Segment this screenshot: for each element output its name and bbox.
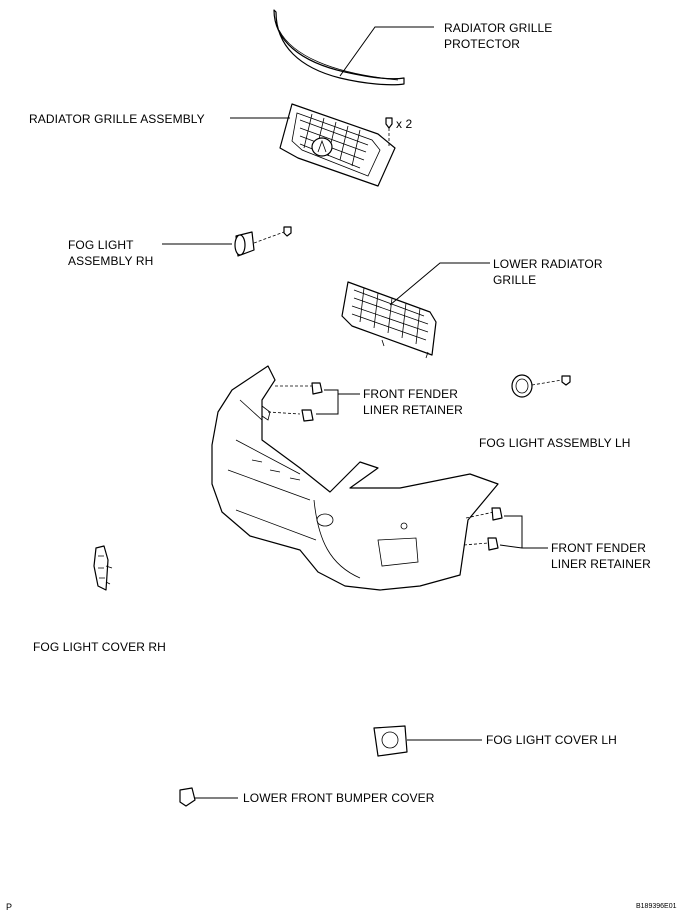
leader-line-retainer-lower — [499, 515, 548, 549]
label-fog-light-assembly-rh: FOG LIGHT ASSEMBLY RH — [68, 238, 154, 268]
label-fog-light-assembly-lh: FOG LIGHT ASSEMBLY LH — [479, 436, 631, 450]
grille-clip-part — [385, 117, 393, 146]
front-bumper-cover-part — [211, 365, 499, 591]
lower-front-bumper-cover-part — [179, 787, 196, 807]
fog-light-cover-lh-part — [373, 725, 408, 757]
fog-light-cover-rh-part — [93, 545, 113, 591]
fog-light-assembly-rh-part — [234, 226, 292, 257]
front-fender-liner-retainer-upper-part — [301, 382, 323, 422]
label-front-fender-liner-retainer-upper: FRONT FENDER LINER RETAINER — [363, 387, 463, 417]
fog-light-assembly-lh-part — [511, 374, 571, 398]
label-radiator-grille-protector: RADIATOR GRILLE PROTECTOR — [444, 21, 553, 51]
label-fog-light-cover-rh: FOG LIGHT COVER RH — [33, 640, 166, 654]
radiator-grille-assembly-part — [279, 103, 396, 187]
leader-line-grille-protector — [339, 26, 434, 77]
leader-line-retainer-upper — [316, 389, 360, 415]
leader-line-lower-grille — [389, 262, 490, 306]
label-fog-light-cover-lh: FOG LIGHT COVER LH — [486, 733, 617, 747]
label-front-fender-liner-retainer-lower: FRONT FENDER LINER RETAINER — [551, 541, 651, 571]
page-marker: P — [6, 902, 13, 912]
front-fender-liner-retainer-lower-part — [487, 507, 503, 551]
lower-radiator-grille-part — [341, 281, 437, 359]
radiator-grille-protector-part — [273, 9, 405, 86]
label-lower-radiator-grille: LOWER RADIATOR GRILLE — [493, 257, 603, 287]
label-radiator-grille-assembly: RADIATOR GRILLE ASSEMBLY — [29, 112, 205, 126]
figure-id: B189396E01 — [636, 903, 677, 910]
label-lower-front-bumper-cover: LOWER FRONT BUMPER COVER — [243, 791, 435, 805]
label-clip-count: x 2 — [396, 117, 413, 131]
